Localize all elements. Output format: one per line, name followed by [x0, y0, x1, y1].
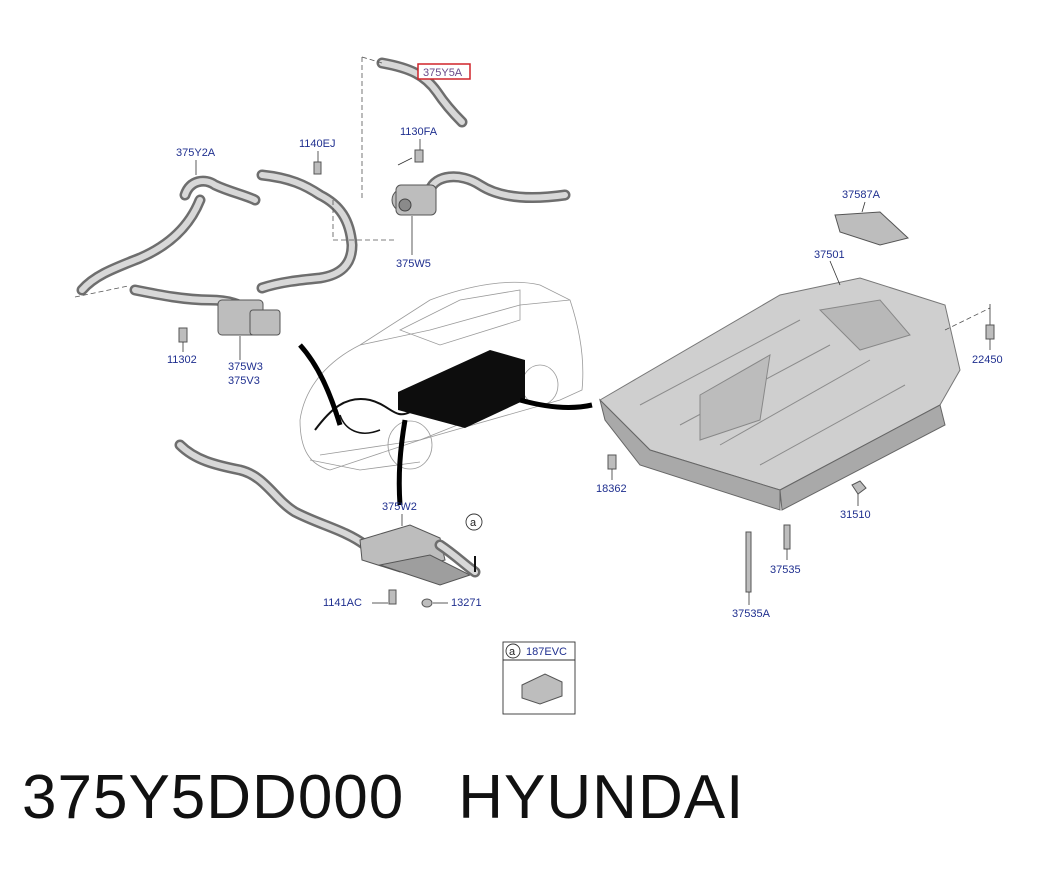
label-375W2[interactable]: 375W2 — [382, 501, 417, 513]
vehicle-outline — [299, 281, 584, 471]
water-pump-375W2[interactable] — [359, 524, 481, 586]
valve-assembly-375W3[interactable] — [129, 284, 281, 336]
label-37535A[interactable]: 37535A — [732, 608, 771, 620]
label-375W3[interactable]: 375W3 — [228, 361, 263, 373]
label-11302[interactable]: 11302 — [167, 354, 197, 366]
label-37501[interactable]: 37501 — [814, 249, 845, 261]
label-1141AC[interactable]: 1141AC — [323, 597, 362, 609]
inset-reference-a: a — [509, 646, 516, 658]
nut-13271 — [421, 598, 433, 608]
parts-diagram: 375Y5A 1130FA 375W5 1140EJ 375Y2A 375W3 … — [74, 56, 1003, 715]
part-caption: 375Y5DD000 HYUNDAI — [22, 762, 744, 833]
part-number: 375Y5DD000 — [22, 763, 405, 832]
cover-37587A[interactable] — [834, 211, 910, 246]
bolt-11302 — [178, 327, 188, 343]
hose-375Y5A[interactable] — [376, 57, 468, 128]
bolt-22450 — [985, 324, 995, 340]
hose-lower[interactable] — [174, 439, 371, 551]
label-18362[interactable]: 18362 — [596, 483, 627, 495]
bolt-1141AC — [388, 589, 397, 605]
bolt-1140EJ — [313, 161, 322, 175]
pointer-arrow-left — [298, 343, 343, 426]
label-375Y2A[interactable]: 375Y2A — [176, 147, 216, 159]
label-375W5[interactable]: 375W5 — [396, 258, 431, 270]
label-1130FA[interactable]: 1130FA — [400, 126, 438, 138]
bolt-1130FA — [414, 149, 424, 163]
pointer-arrow-bottom — [396, 419, 408, 506]
label-13271[interactable]: 13271 — [451, 597, 482, 609]
label-375V3[interactable]: 375V3 — [228, 375, 260, 387]
battery-silhouette — [398, 350, 525, 428]
brand-name: HYUNDAI — [458, 763, 745, 832]
battery-tray-37501[interactable] — [599, 277, 961, 511]
pointer-arrow-right — [519, 397, 593, 410]
inset-187EVC[interactable]: a 187EVC — [502, 641, 576, 715]
nut-31510 — [851, 480, 867, 495]
clip-187EVC — [521, 673, 563, 705]
bolt-37535 — [783, 524, 791, 550]
reference-label-a: a — [470, 517, 477, 529]
bolt-37535A — [745, 531, 752, 593]
label-31510[interactable]: 31510 — [840, 509, 871, 521]
dashed-leader-2 — [332, 200, 396, 241]
highlight-box — [417, 63, 471, 80]
label-375Y5A[interactable]: 375Y5A — [423, 67, 463, 79]
reference-circle-a[interactable] — [465, 513, 483, 531]
label-22450[interactable]: 22450 — [972, 354, 1003, 366]
bolt-18362 — [607, 454, 617, 470]
hose-375Y2A[interactable] — [76, 169, 358, 296]
label-1140EJ[interactable]: 1140EJ — [299, 138, 336, 150]
label-187EVC: 187EVC — [526, 646, 567, 658]
water-pump-375W5[interactable] — [391, 171, 571, 216]
label-37535[interactable]: 37535 — [770, 564, 801, 576]
label-37587A[interactable]: 37587A — [842, 189, 881, 201]
